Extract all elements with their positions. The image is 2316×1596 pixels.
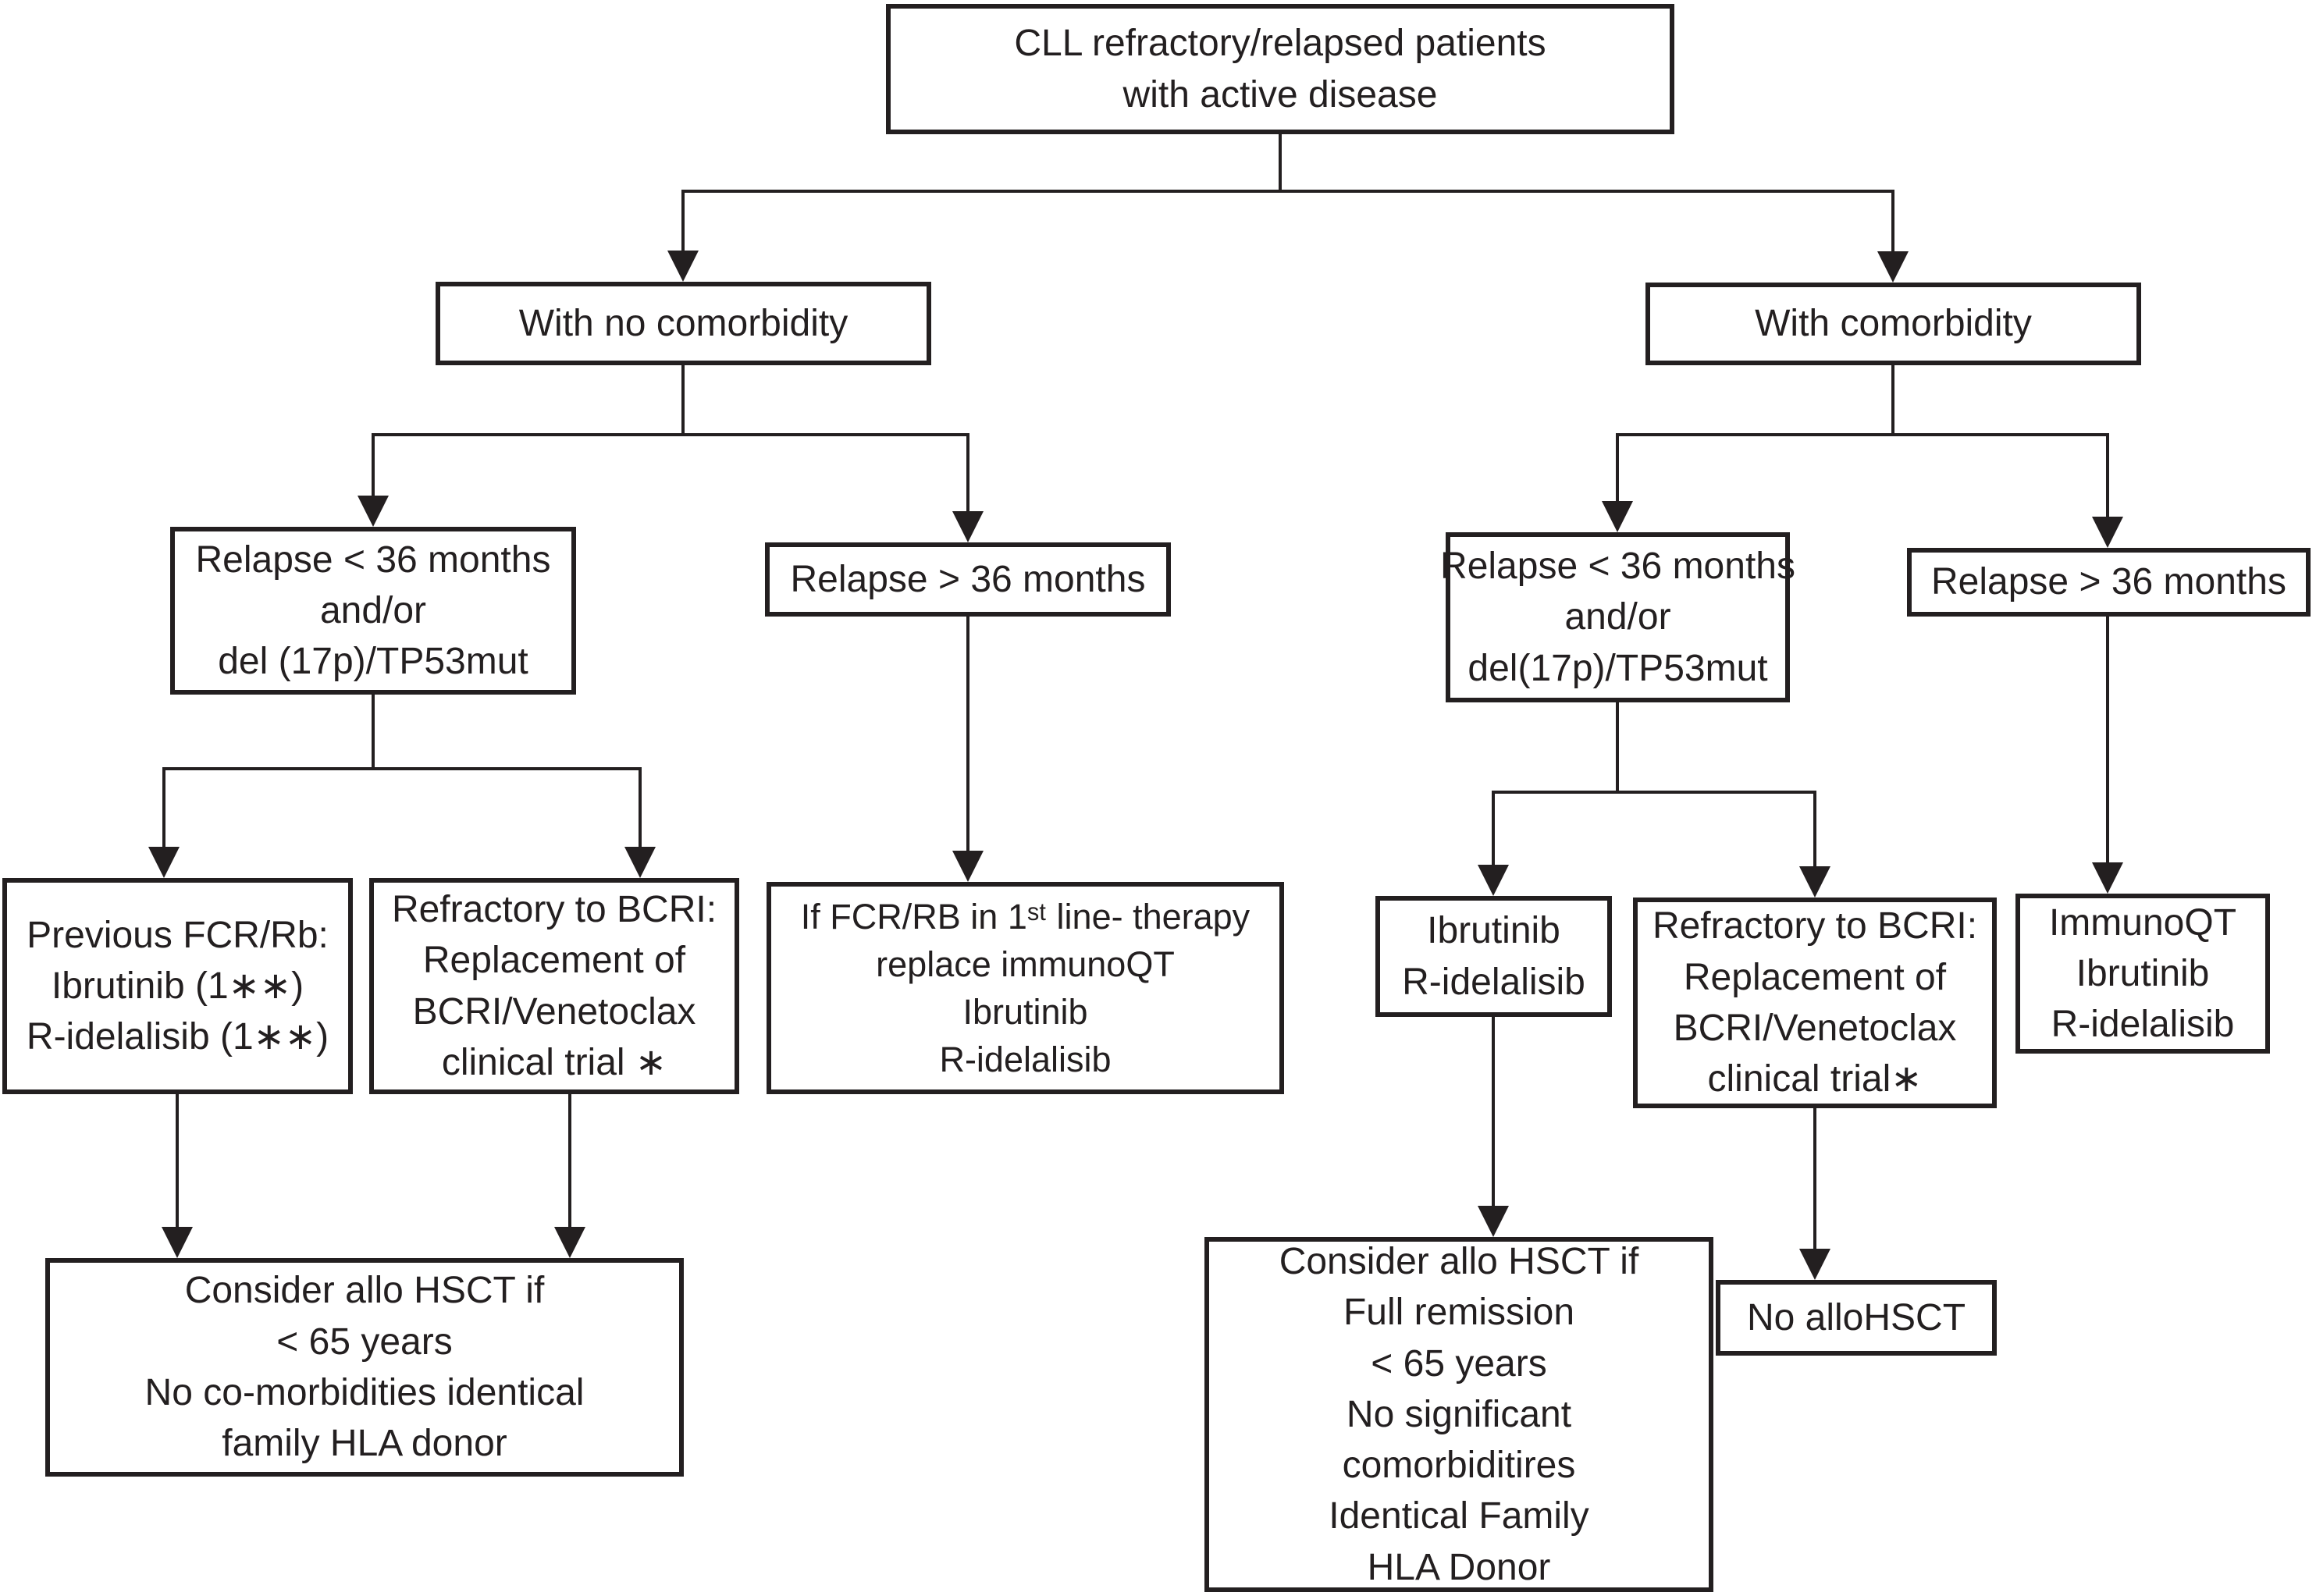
node-with-no-comorbidity: With no comorbidity [436, 282, 931, 365]
node-relapse-gt36-right: Relapse > 36 months [1907, 548, 2311, 617]
connector-comorbidity-split [1616, 365, 2109, 436]
node-relapse-lt36-right: Relapse < 36 months and/or del(17p)/TP53… [1440, 532, 1795, 702]
node-consider-allo-hsct-right: Consider allo HSCT if Full remission < 6… [1204, 1237, 1713, 1592]
connector-relapse-lt36-left-split [162, 695, 642, 770]
node-previous-fcr: Previous FCR/Rb: Ibrutinib (1∗∗) R-idela… [2, 878, 353, 1094]
node-ibrutinib-r-idelalisib: Ibrutinib R-idelalisib [1375, 896, 1612, 1017]
connector-no-comorbidity-split [372, 365, 969, 436]
node-refractory-bcri-left: Refractory to BCRI: Replacement of BCRI/… [369, 878, 739, 1094]
node-immunoqt: ImmunoQT Ibrutinib R-idelalisib [2015, 894, 2270, 1054]
node-no-allohsct: No alloHSCT [1716, 1280, 1997, 1356]
connector-root-split [681, 134, 1894, 193]
node-relapse-gt36-left: Relapse > 36 months [765, 542, 1171, 617]
node-if-fcr-rb-first-line: If FCR/RB in 1ˢᵗ line- therapy replace i… [767, 882, 1284, 1094]
node-consider-allo-hsct-left: Consider allo HSCT if < 65 years No co-m… [45, 1258, 684, 1477]
node-refractory-bcri-right: Refractory to BCRI: Replacement of BCRI/… [1633, 898, 1997, 1108]
node-root: CLL refractory/relapsed patients with ac… [886, 4, 1674, 134]
node-relapse-lt36-left: Relapse < 36 months and/or del (17p)/TP5… [170, 527, 576, 695]
connector-relapse-lt36-right-split [1492, 702, 1816, 794]
node-with-comorbidity: With comorbidity [1645, 283, 2141, 365]
